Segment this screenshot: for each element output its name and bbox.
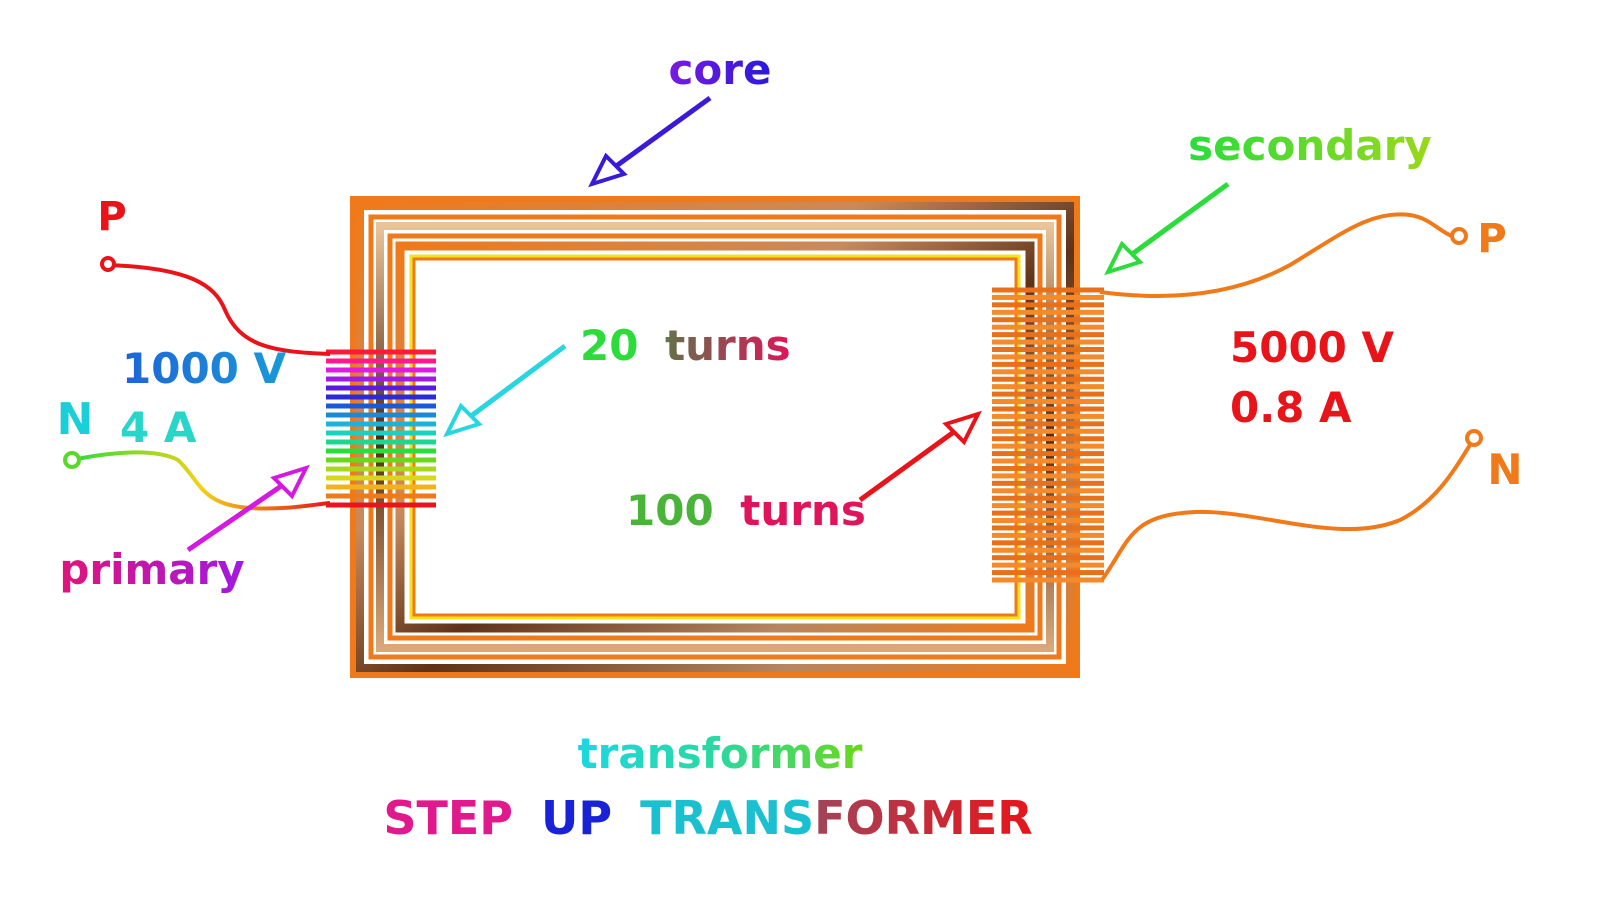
secondary-label: secondary (1188, 121, 1432, 170)
secondary-winding (992, 518, 1104, 524)
secondary-winding (992, 406, 1104, 412)
primary-winding (326, 475, 436, 481)
primary-winding (326, 394, 436, 400)
secondary-winding (992, 376, 1104, 382)
secondary-winding (992, 443, 1104, 449)
primary-winding (326, 385, 436, 391)
secondary-winding (992, 473, 1104, 479)
secondary-winding (992, 391, 1104, 397)
primary-winding (326, 412, 436, 418)
primary-p-label: P (97, 194, 126, 240)
secondary-winding (992, 525, 1104, 531)
secondary-n-terminal (1465, 429, 1483, 447)
primary-winding (326, 457, 436, 463)
secondary-winding (992, 510, 1104, 516)
primary-winding (326, 466, 436, 472)
primary-current: 4 A (120, 403, 197, 452)
primary-n-wire (71, 450, 331, 511)
primary-turns-number: 20 (580, 321, 638, 370)
secondary-winding (992, 384, 1104, 390)
secondary-winding (992, 488, 1104, 494)
secondary-winding (992, 399, 1104, 405)
primary-winding (326, 367, 436, 373)
secondary-turns-arrow (858, 410, 982, 503)
primary-n-label: N (57, 394, 94, 445)
primary-winding (326, 376, 436, 382)
secondary-coil (992, 287, 1104, 583)
title-step: STEP (383, 791, 513, 845)
secondary-winding (992, 503, 1104, 509)
secondary-winding (992, 369, 1104, 375)
primary-winding (326, 421, 436, 427)
primary-turns-word: turns (665, 321, 791, 370)
primary-winding (326, 448, 436, 454)
secondary-winding (992, 302, 1104, 308)
secondary-p-wire (1099, 212, 1453, 298)
core-arrow (588, 95, 712, 188)
secondary-winding (992, 555, 1104, 561)
secondary-winding (992, 317, 1104, 323)
caption: transformer (578, 729, 863, 778)
primary-winding (326, 493, 436, 499)
secondary-winding (992, 339, 1104, 345)
title-trans: TRANS (640, 791, 814, 845)
secondary-winding (992, 480, 1104, 486)
primary-winding (326, 430, 436, 436)
secondary-voltage: 5000 V (1230, 323, 1395, 372)
secondary-turns-number: 100 (626, 486, 714, 535)
secondary-winding (992, 577, 1104, 583)
primary-coil (326, 349, 436, 508)
primary-winding (326, 349, 436, 355)
secondary-winding (992, 413, 1104, 419)
secondary-current: 0.8 A (1230, 383, 1352, 432)
secondary-winding (992, 562, 1104, 568)
secondary-winding (992, 346, 1104, 352)
primary-winding (326, 439, 436, 445)
primary-winding (326, 484, 436, 490)
primary-label: primary (59, 545, 244, 594)
secondary-p-terminal (1450, 227, 1468, 245)
secondary-winding (992, 421, 1104, 427)
secondary-winding (992, 547, 1104, 553)
secondary-winding (992, 324, 1104, 330)
secondary-n-wire (1100, 443, 1472, 582)
secondary-winding (992, 465, 1104, 471)
secondary-winding (992, 287, 1104, 293)
primary-winding (326, 358, 436, 364)
primary-arrow (186, 464, 310, 553)
secondary-winding (992, 570, 1104, 576)
secondary-turns-word: turns (740, 486, 866, 535)
primary-turns-arrow (443, 343, 567, 438)
secondary-winding (992, 532, 1104, 538)
secondary-winding (992, 361, 1104, 367)
primary-voltage: 1000 V (122, 344, 287, 393)
secondary-arrow (1104, 181, 1230, 276)
secondary-winding (992, 428, 1104, 434)
core-label: core (669, 45, 772, 94)
transformer-core (350, 196, 1080, 678)
diagram-title: STEP UP TRANSFORMER (383, 791, 1032, 845)
secondary-winding (992, 451, 1104, 457)
primary-p-wire (107, 263, 331, 356)
secondary-winding (992, 354, 1104, 360)
primary-winding (326, 502, 436, 508)
secondary-winding (992, 540, 1104, 546)
secondary-winding (992, 436, 1104, 442)
secondary-turns-label: 100 turns (626, 486, 866, 535)
secondary-p-label: P (1477, 216, 1506, 262)
secondary-n-label: N (1487, 445, 1522, 494)
primary-winding (326, 403, 436, 409)
primary-p-terminal (100, 256, 116, 272)
primary-n-terminal (63, 451, 81, 469)
secondary-winding (992, 332, 1104, 338)
secondary-winding (992, 495, 1104, 501)
secondary-winding (992, 294, 1104, 300)
title-former: FORMER (814, 791, 1033, 845)
title-up: UP (541, 791, 612, 845)
primary-turns-label: 20 turns (580, 321, 791, 370)
secondary-winding (992, 458, 1104, 464)
secondary-winding (992, 309, 1104, 315)
